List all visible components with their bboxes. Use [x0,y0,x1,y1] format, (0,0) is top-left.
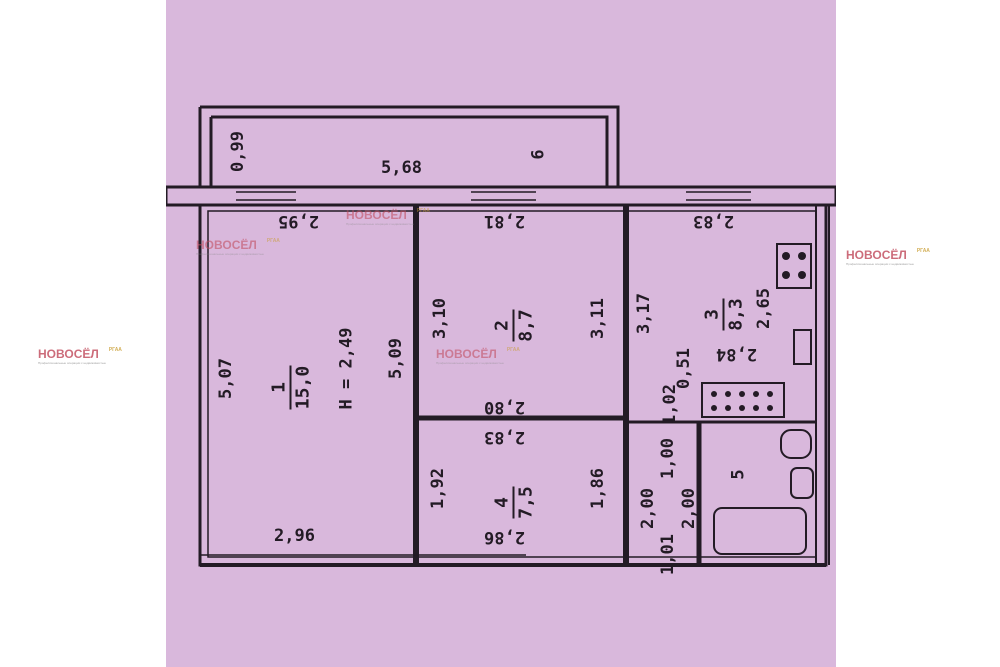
dim-room2-left: 3,10 [429,298,450,339]
dim-room2-top: 2,81 [484,211,525,231]
toilet [790,467,814,499]
dim-room4-right: 1,86 [587,468,608,509]
dim-hall-a: 1,02 [659,384,680,425]
floor-plan-drawing [166,105,836,567]
dim-room3-a: 0,51 [673,348,694,389]
dim-room2-bottom: 2,80 [484,397,525,417]
dim-balcony-depth: 0,99 [227,131,248,172]
watermark-sub: Профессиональные операции с недвижимость… [436,361,504,365]
window-glazing [236,191,751,201]
washbasin [780,429,812,459]
watermark-badge: РГАА [108,347,122,353]
room-3-label: 3 8,3 [702,285,747,345]
watermark-sub: Профессиональные операции с недвижимость… [846,262,914,266]
room-1-label: 1 15,0 [269,343,314,433]
room-4-label: 4 7,5 [492,473,537,533]
watermark-badge: РГАА [266,238,280,244]
floor-plan-sheet: 0,99 5,68 6 2,95 5,07 2,96 1 15,0 H = 2,… [166,0,836,667]
watermark-brand: НОВОСЁЛ [436,347,497,361]
room-3-area: 8,3 [722,298,747,331]
dim-wall-1-2: 5,09 [385,338,406,379]
dim-room4-left: 1,92 [427,468,448,509]
room-6-number: 6 [528,149,549,160]
stove [776,243,812,289]
watermark-badge: РГАА [916,248,930,254]
watermark-sub: Профессиональные операции с недвижимость… [38,361,106,365]
dim-corr-d: 1,01 [657,534,678,575]
dim-corr-b: 2,00 [637,488,658,529]
room-2-area: 8,7 [512,309,537,342]
dim-room1-top: 2,95 [278,211,319,231]
dim-room3-left: 3,17 [633,293,654,334]
dim-room3-top: 2,83 [693,211,734,231]
dim-corr-c: 2,00 [678,488,699,529]
dim-room1-bottom: 2,96 [274,526,315,546]
room-4-area: 7,5 [512,486,537,519]
kitchen-sink [793,329,812,365]
dim-balcony-length: 5,68 [381,158,422,178]
watermark-brand: НОВОСЁЛ [196,238,257,252]
watermark-brand: НОВОСЁЛ [38,347,99,361]
watermark-brand: НОВОСЁЛ [846,248,907,262]
outer-wall-top [166,185,836,207]
watermark-sub: Профессиональные операции с недвижимость… [196,252,264,256]
bathtub [713,507,807,555]
room-5-number: 5 [728,469,749,480]
room-1-height: H = 2,49 [336,327,357,410]
dim-room3-right: 2,65 [753,288,774,329]
kitchen-counter [701,382,785,418]
dim-room4-top: 2,83 [484,427,525,447]
watermark-badge: РГАА [416,208,430,214]
watermark-brand: НОВОСЁЛ [346,208,407,222]
dim-corr-a: 1,00 [657,438,678,479]
balcony-outline [198,105,620,187]
room-4-number: 4 [491,497,513,508]
room-1-area: 15,0 [289,365,314,410]
dim-room2-right: 3,11 [587,298,608,339]
watermark-badge: РГАА [506,347,520,353]
dim-room3-b: 2,84 [716,344,757,364]
room-2-number: 2 [491,320,513,331]
dim-room1-side: 5,07 [215,358,236,399]
room-3-number: 3 [701,309,723,320]
room-1-number: 1 [268,382,290,393]
watermark-sub: Профессиональные операции с недвижимость… [346,222,414,226]
